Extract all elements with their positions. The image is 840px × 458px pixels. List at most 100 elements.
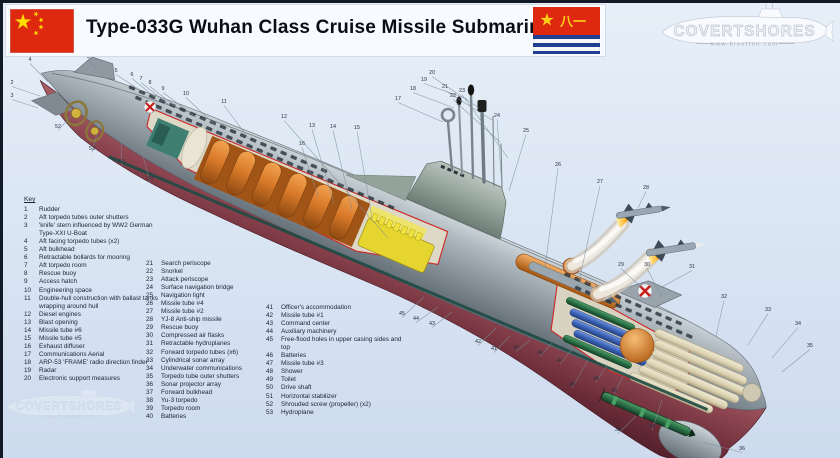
- snorkel-loop: [440, 107, 456, 123]
- key-item: 28 YJ-8 Anti-ship missile: [146, 316, 272, 324]
- key-item-label: YJ-8 Anti-ship missile: [161, 316, 222, 324]
- key-item-number: 16: [24, 342, 32, 350]
- key-item-number: 48: [266, 368, 274, 376]
- key-item-number: 15: [24, 334, 32, 342]
- covertshores-logo: COVERTSHORES www.hisutton.com: [661, 3, 834, 48]
- key-item-number: 11: [24, 294, 31, 302]
- key-item-number: 28: [146, 316, 154, 324]
- plan-navy-flag: 八一: [533, 7, 600, 54]
- key-item-number: 19: [24, 366, 32, 374]
- free-flood-hole: [685, 333, 693, 339]
- key-item: 37 Forward bulkhead: [146, 389, 272, 397]
- plan-flag-characters: 八一: [559, 14, 586, 29]
- free-flood-hole: [246, 143, 253, 149]
- key-item-number: 35: [146, 372, 154, 380]
- free-flood-hole: [387, 204, 395, 210]
- key-item-number: 49: [266, 376, 274, 384]
- key-item-number: 24: [146, 284, 154, 292]
- key-item-number: 1: [24, 206, 28, 214]
- rescue-buoy-marker-forward: [637, 283, 653, 299]
- key-item-label: Rescue buoy: [39, 270, 77, 278]
- keel: [108, 155, 709, 411]
- free-flood-hole: [655, 311, 662, 317]
- key-item-number: 47: [266, 360, 274, 368]
- key-item-label: Rudder: [39, 206, 60, 214]
- key-item-label: Officer's accommodation: [281, 304, 352, 311]
- missile-2: [646, 239, 706, 262]
- key-item-number: 41: [266, 304, 274, 311]
- key-item-label: Cylindrical sonar array: [161, 356, 225, 364]
- yu3-torpedo: [598, 388, 696, 438]
- key-item-number: 17: [24, 350, 32, 358]
- free-flood-hole: [564, 272, 571, 278]
- key-item-label: Shrouded screw (propeller) (x2): [281, 400, 371, 408]
- key-item-label: Torpedo tube outer shutters: [161, 372, 240, 380]
- key-item-label: Forward bulkhead: [161, 388, 213, 396]
- key-item-number: 25: [146, 292, 154, 300]
- key-item: 31 Retractable hydroplanes: [146, 340, 272, 348]
- key-item-label: Missile tube #4: [161, 300, 204, 308]
- key-item-number: 6: [24, 254, 28, 262]
- key-item-number: 26: [146, 300, 154, 308]
- key-item-label: Rescue buoy: [161, 324, 199, 332]
- key-item-number: 14: [24, 326, 32, 334]
- key-item-number: 46: [266, 352, 274, 360]
- free-flood-hole: [605, 298, 612, 304]
- key-item-number: 43: [266, 320, 274, 328]
- key-item-number: 5: [24, 246, 28, 254]
- key-item-number: 50: [266, 384, 274, 392]
- rescue-buoy-marker-aft: [143, 100, 157, 114]
- key-item-number: 9: [24, 278, 28, 286]
- key-item-label: Aft facing torpedo tubes (x2): [39, 238, 120, 246]
- key-item: 3'knife' stern influenced by WW2 German …: [24, 222, 160, 238]
- key-item: 5 Aft bulkhead: [24, 246, 160, 254]
- aerial-mast-2: [500, 143, 503, 190]
- shrouded-propellers: [64, 100, 105, 142]
- free-flood-hole: [215, 130, 223, 136]
- key-item-label: Communications Aerial: [39, 350, 105, 358]
- key-item-label: Free-flood holes in upper casing sides a…: [281, 336, 402, 352]
- key-item-number: 2: [24, 214, 28, 222]
- key-item: 26 Missile tube #4: [146, 300, 272, 308]
- key-item-label: Retractable hydroplanes: [161, 340, 231, 348]
- svg-text:www.hisutton.com: www.hisutton.com: [44, 413, 95, 418]
- key-item-label: Aft bulkhead: [39, 246, 75, 254]
- key-item: 41 Officer's accommodation: [266, 304, 408, 312]
- key-item-label: Torpedo room: [161, 404, 201, 412]
- key-item-number: 10: [24, 286, 32, 294]
- free-flood-hole: [615, 303, 622, 309]
- key-item-number: 22: [146, 268, 154, 276]
- free-flood-hole: [675, 329, 683, 335]
- key-item-label: Search periscope: [161, 260, 211, 267]
- key-item-label: Radar: [39, 366, 57, 374]
- attack-periscope: [469, 92, 475, 180]
- free-flood-hole: [665, 315, 672, 322]
- logo-url: www.hisutton.com: [710, 42, 779, 48]
- key-item-label: Command center: [281, 320, 331, 328]
- free-flood-hole: [625, 307, 632, 313]
- key-item: 40 Batteries: [146, 413, 272, 421]
- key-item-number: 33: [146, 356, 154, 364]
- free-flood-hole: [614, 294, 622, 300]
- key-item-number: 40: [146, 412, 154, 420]
- key-item-label: Batteries: [161, 412, 187, 420]
- free-flood-hole: [624, 298, 632, 304]
- key-item-number: 3: [24, 222, 28, 230]
- key-item-number: 31: [146, 340, 154, 348]
- key-item-number: 37: [146, 388, 154, 396]
